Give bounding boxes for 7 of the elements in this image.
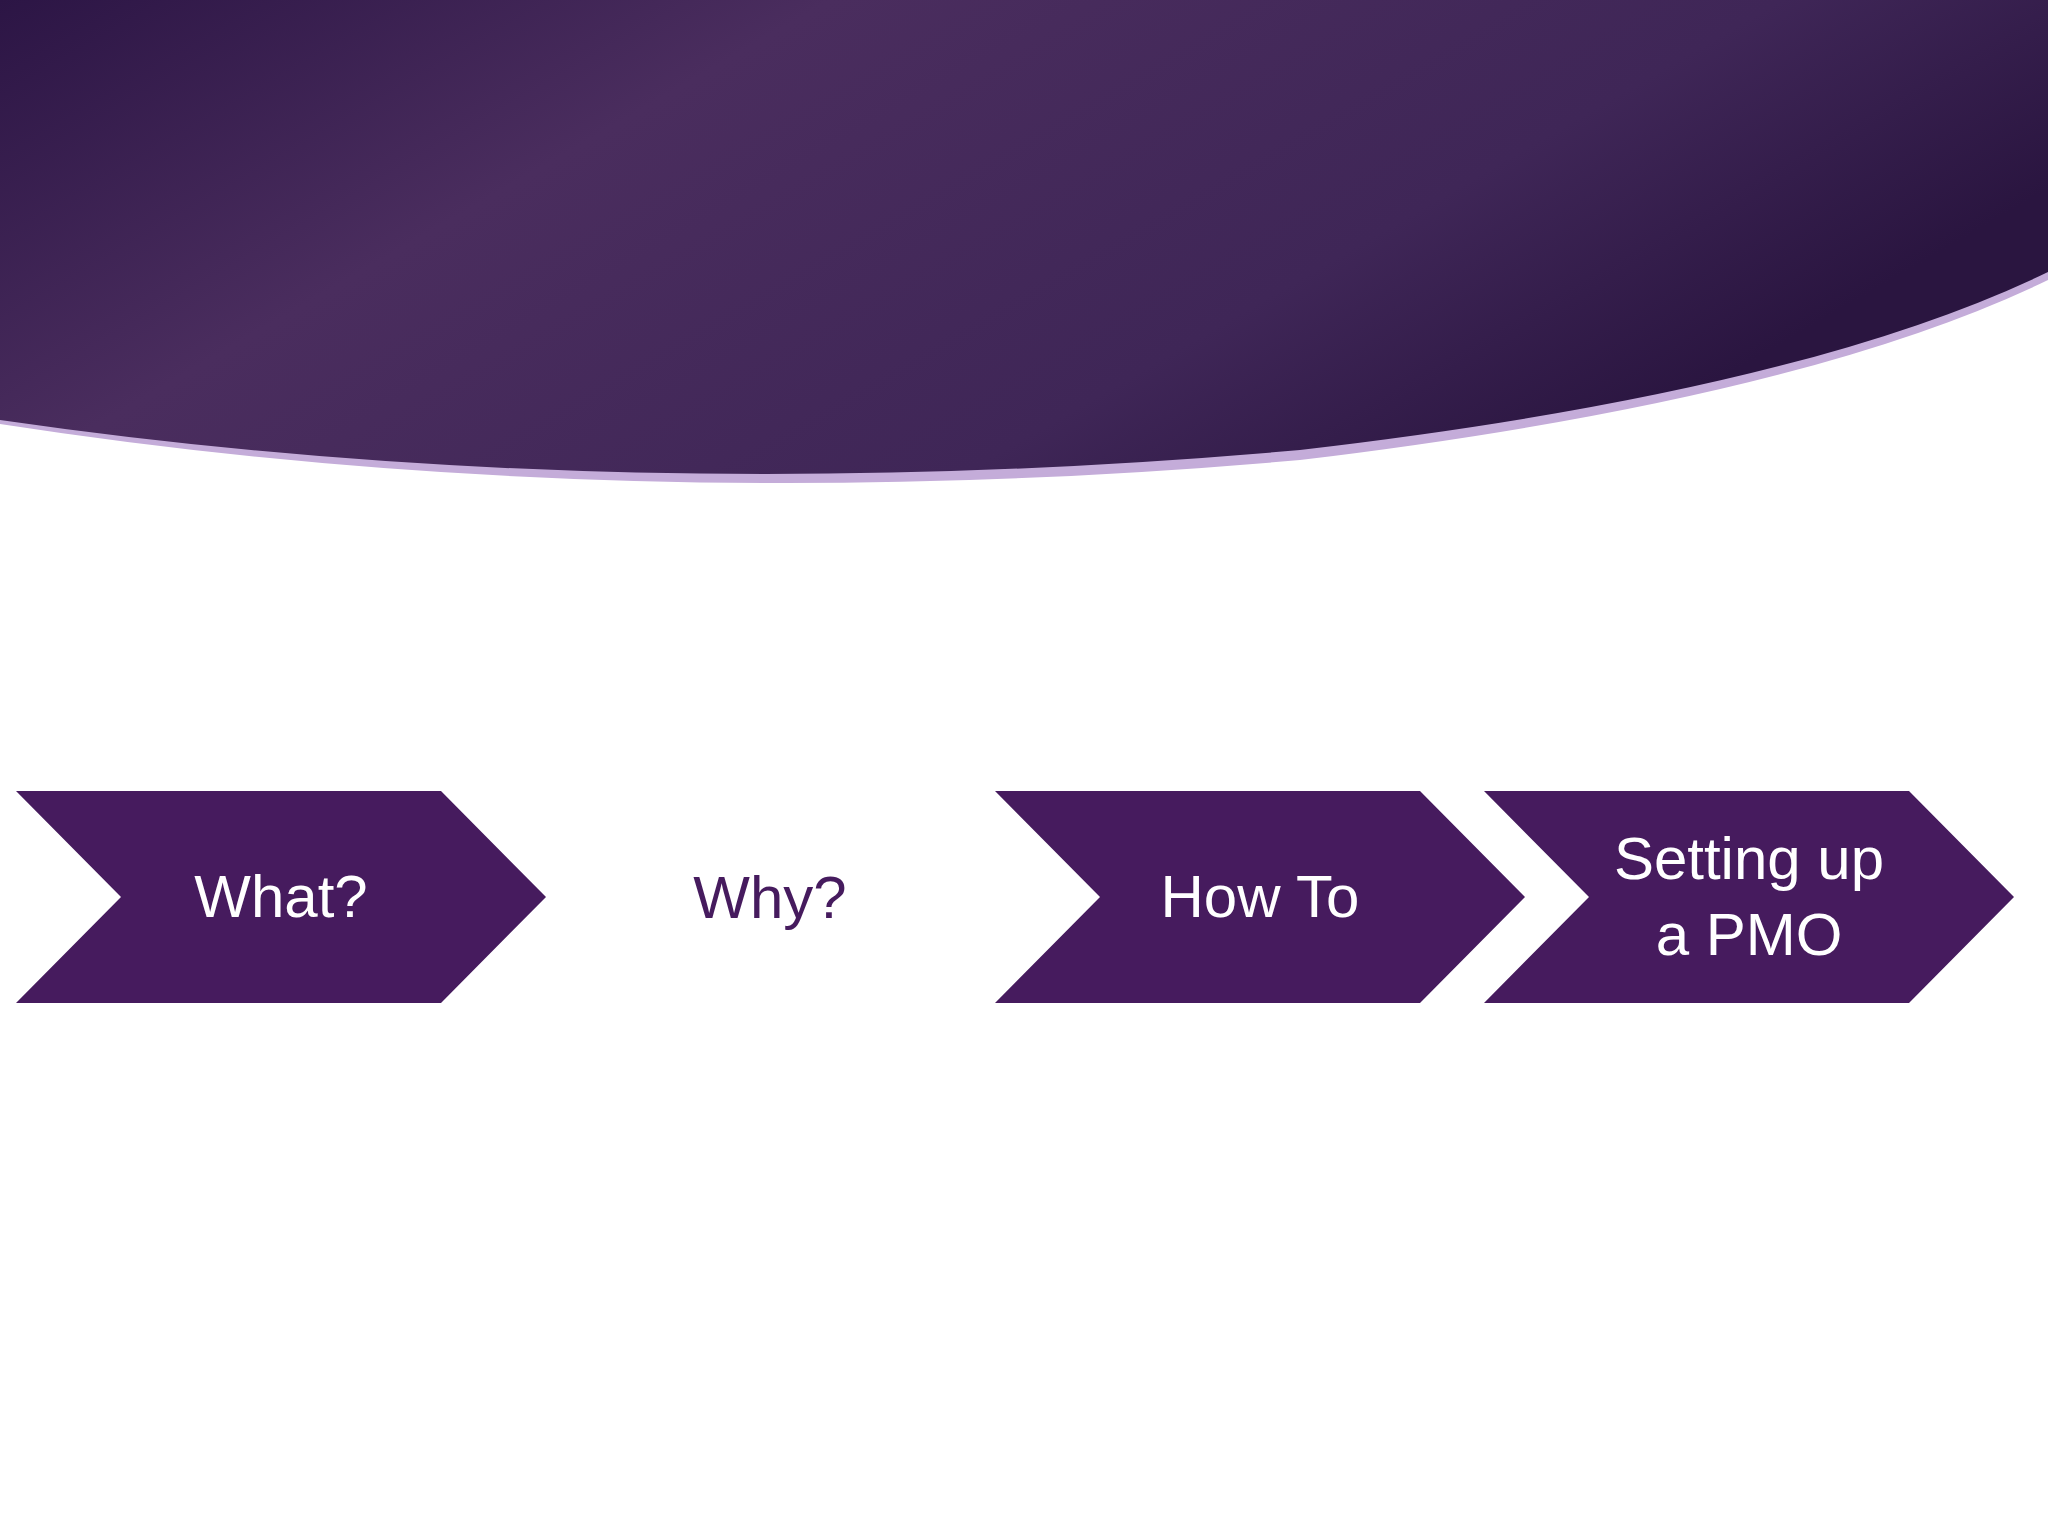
step-label: How To xyxy=(1159,862,1361,932)
chevron-step xyxy=(1484,791,2014,1003)
step-label: What? xyxy=(193,862,369,932)
step-label: Setting up a PMO xyxy=(1612,824,1886,970)
chevron-step xyxy=(995,791,1525,1003)
step-label: Why? xyxy=(545,860,995,936)
chevron-step xyxy=(16,791,546,1003)
